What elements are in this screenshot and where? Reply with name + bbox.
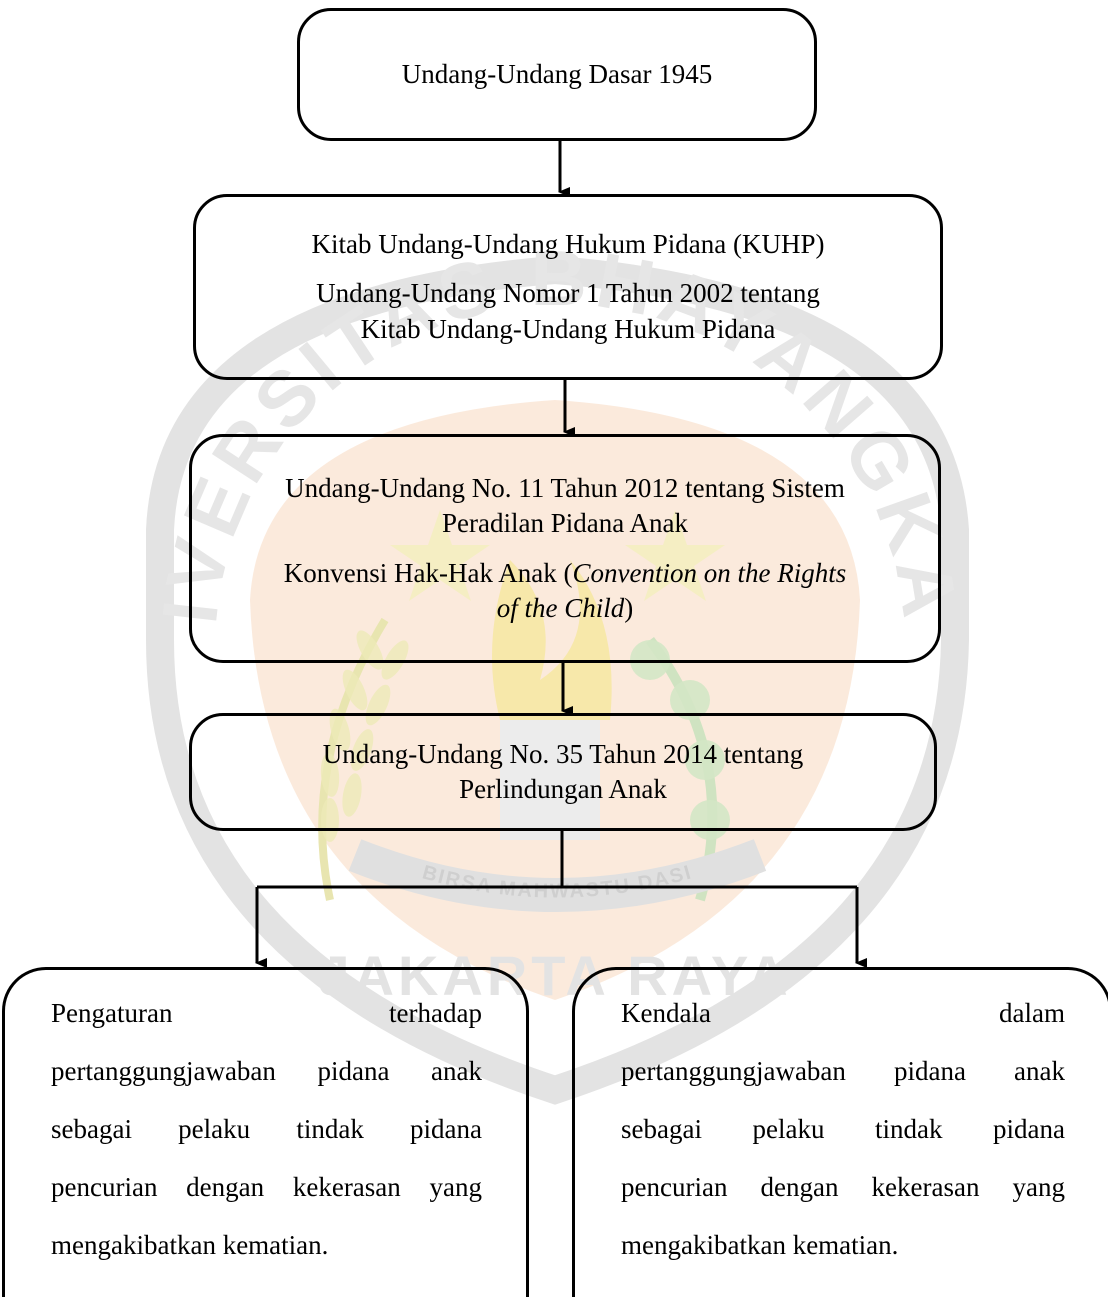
box-right-word1: Kendala [621,998,711,1028]
shield-outline [146,255,969,1105]
box-right-line3: sebagai pelaku tindak pidana [621,1114,1065,1144]
box-sppa-line1b: Peradilan Pidana Anak [442,508,688,539]
box-left-word2: terhadap [389,998,482,1028]
box-kuhp-line1: Kitab Undang-Undang Hukum Pidana (KUHP) [311,229,825,260]
box-kendala: Kendala dalam pertanggungjawaban pidana … [572,967,1108,1297]
box-left-line3: sebagai pelaku tindak pidana [51,1114,482,1144]
box-kuhp-line2: Undang-Undang Nomor 1 Tahun 2002 tentang… [316,276,820,346]
box-pa-line1: Undang-Undang No. 35 Tahun 2014 tentang [322,738,804,769]
box-kuhp-line2a: Undang-Undang Nomor 1 Tahun 2002 tentang [316,278,820,309]
box-sppa-line1a: Undang-Undang No. 11 Tahun 2012 tentang … [285,473,845,504]
box-kuhp-line2b: Kitab Undang-Undang Hukum Pidana [360,313,776,344]
star-icon [625,510,725,601]
box-sppa-conv-suffix: ) [624,592,634,623]
box-right-word2: dalam [999,998,1065,1028]
torch-icon [492,560,612,720]
box-right-line5: mengakibatkan kematian. [621,1230,899,1260]
box-pa-line2: Perlindungan Anak [459,774,667,804]
box-sppa-conv-italic1: Convention on the Rights [572,557,847,588]
box-left-line5: mengakibatkan kematian. [51,1230,329,1260]
box-left-line4: pencurian dengan kekerasan yang [51,1172,482,1202]
box-left-line2: pertanggungjawaban pidana anak [51,1056,482,1086]
box-sppa-line1: Undang-Undang No. 11 Tahun 2012 tentang … [285,471,845,541]
box-kuhp: Kitab Undang-Undang Hukum Pidana (KUHP) … [193,194,943,380]
box-pengaturan: Pengaturan terhadap pertanggungjawaban p… [2,967,529,1297]
box-right-line1: Kendala dalam [621,984,1065,1042]
box-perlindungan-anak: Undang-Undang No. 35 Tahun 2014 tentang … [189,713,937,831]
box-uud-1945: Undang-Undang Dasar 1945 [297,8,817,141]
star-icon [390,510,490,601]
box-uud-text: Undang-Undang Dasar 1945 [401,59,713,89]
box-sppa-convention: Undang-Undang No. 11 Tahun 2012 tentang … [189,434,941,663]
box-sppa-conv-prefix: Konvensi Hak-Hak Anak ( [283,557,573,588]
box-pa-text: Undang-Undang No. 35 Tahun 2014 tentang … [323,737,804,807]
watermark-bottom-text: JAKARTA RAYA [318,944,791,1007]
box-right-line2: pertanggungjawaban pidana anak [621,1056,1065,1086]
box-right-line4: pencurian dengan kekerasan yang [621,1172,1065,1202]
box-sppa-conv-italic2: of the Child [496,592,625,623]
box-left-word1: Pengaturan [51,998,173,1028]
box-left-line1: Pengaturan terhadap [51,984,482,1042]
box-sppa-line2: Konvensi Hak-Hak Anak (Convention on the… [284,556,846,626]
